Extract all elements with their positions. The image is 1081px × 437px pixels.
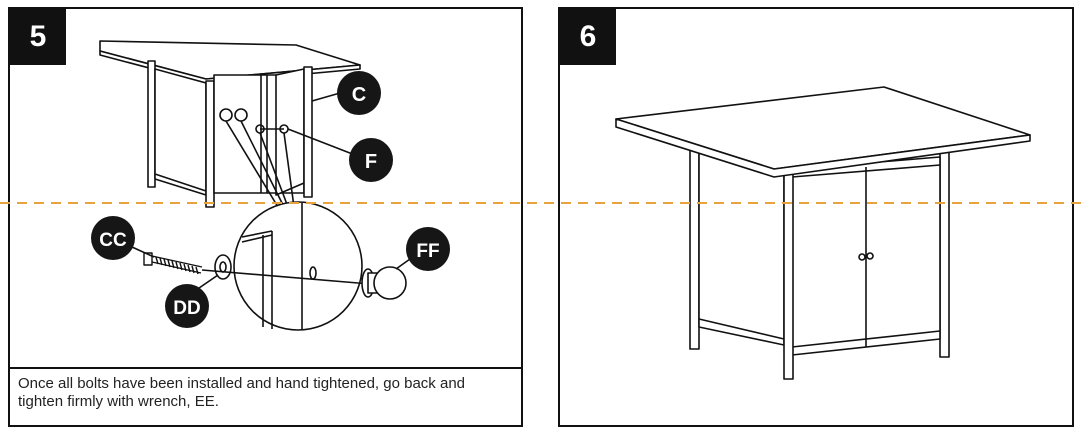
callout-cc: CC bbox=[91, 216, 135, 260]
table-leg bbox=[939, 138, 950, 358]
table-leg bbox=[147, 60, 156, 188]
detail-zoom-circle bbox=[233, 201, 363, 331]
svg-text:DD: DD bbox=[173, 298, 200, 319]
step-5-instruction: Once all bolts have been installed and h… bbox=[10, 367, 521, 425]
door-handle bbox=[858, 253, 866, 261]
step-5-illustration: C F CC DD FF bbox=[91, 40, 450, 331]
table-leg bbox=[205, 80, 215, 208]
bolt-cc bbox=[143, 252, 203, 275]
step-number-badge: 6 bbox=[560, 9, 616, 65]
svg-text:CC: CC bbox=[99, 230, 127, 251]
door-handle bbox=[866, 252, 874, 260]
svg-text:FF: FF bbox=[416, 241, 439, 262]
dashed-divider-line bbox=[0, 202, 1081, 204]
svg-text:F: F bbox=[365, 151, 377, 173]
step-number-badge: 5 bbox=[10, 9, 66, 65]
side-panel bbox=[698, 148, 785, 346]
callout-ff: FF bbox=[406, 227, 450, 271]
callout-c: C bbox=[337, 71, 381, 115]
table-leg bbox=[303, 66, 313, 198]
step-6-illustration bbox=[615, 86, 1031, 380]
step-6-panel: 6 bbox=[558, 7, 1074, 427]
svg-text:C: C bbox=[352, 84, 366, 106]
washer-dd bbox=[214, 254, 232, 280]
table-top bbox=[615, 86, 1031, 170]
callout-dd: DD bbox=[165, 284, 209, 328]
knob-ff bbox=[361, 266, 407, 300]
table-leg bbox=[783, 166, 794, 380]
step-5-panel: 5 bbox=[8, 7, 523, 427]
table-top-edge bbox=[615, 118, 1031, 178]
table-leg bbox=[689, 138, 700, 350]
callout-f: F bbox=[349, 138, 393, 182]
